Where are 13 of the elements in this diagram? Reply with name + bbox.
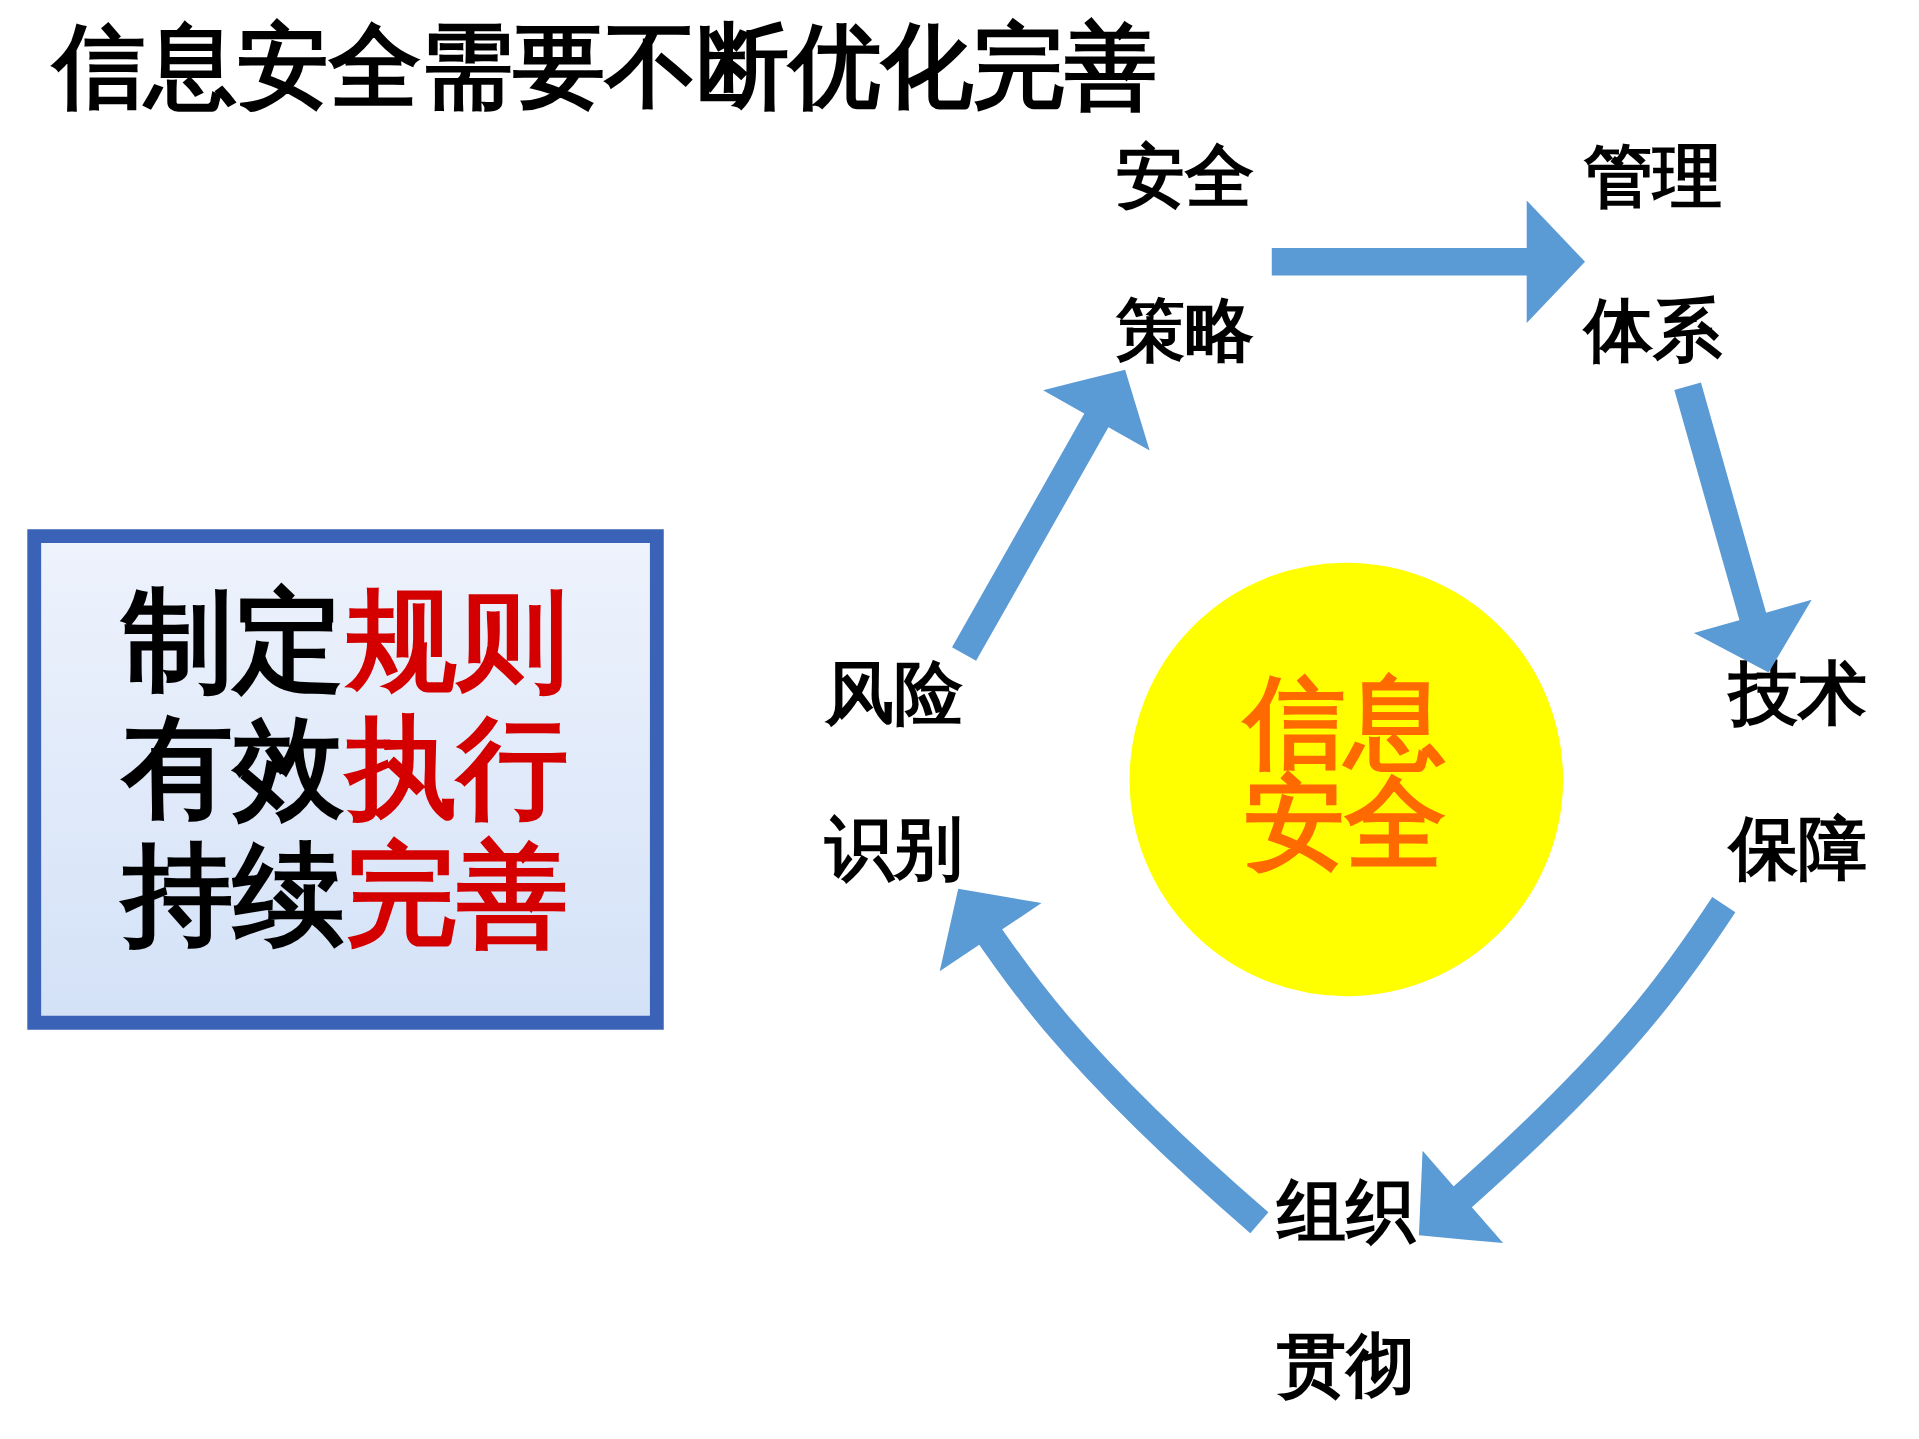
node-text: 安全策略 (1115, 135, 1254, 370)
arrow (1418, 896, 1736, 1244)
arrow (939, 888, 1269, 1234)
arrow (952, 369, 1150, 661)
node-text: 风险识别 (825, 653, 964, 888)
node-box: 制定规则 有效执行 持续完善 (27, 529, 664, 1030)
node-circle: 信息安全 (1129, 562, 1564, 997)
node-text: 组织贯彻 (1277, 1170, 1416, 1406)
arrow (1674, 382, 1812, 673)
arrow (1271, 200, 1585, 323)
node-text: 管理体系 (1583, 135, 1722, 370)
diagram-title: 信息安全需要不断优化完善 (52, 12, 1157, 121)
node-text: 技术保障 (1729, 653, 1868, 888)
